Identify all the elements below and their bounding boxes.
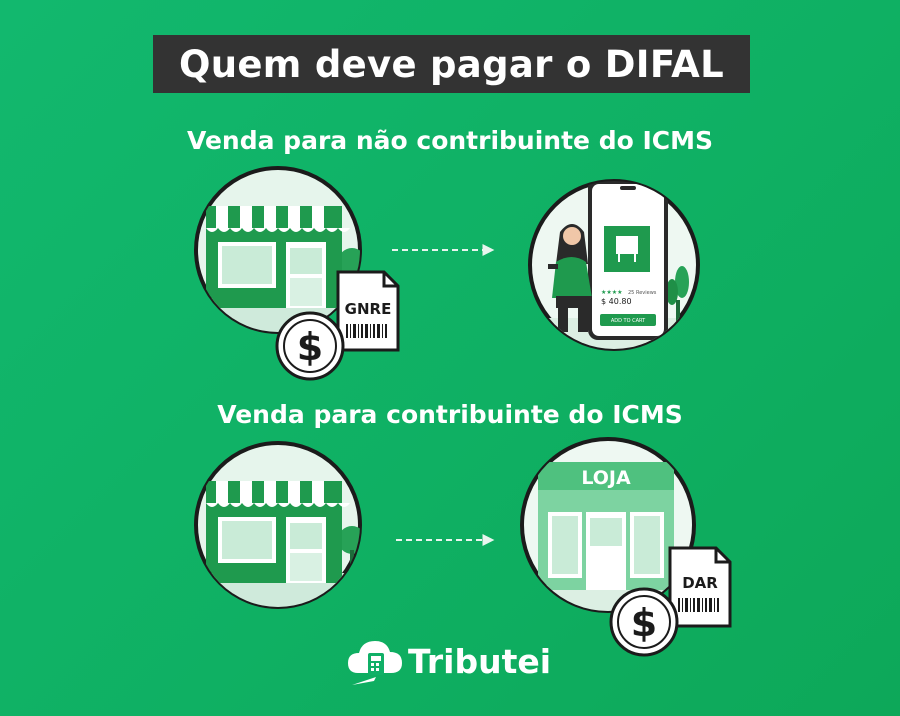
add-to-cart-button: [600, 314, 656, 326]
phone-shopper-icon: ★★★★ 25 Reviews $ 40.80 ADD TO CART: [528, 179, 700, 351]
product-price: $ 40.80: [601, 297, 632, 306]
brand-name: Tributei: [408, 641, 552, 681]
storefront-icon: [194, 166, 362, 334]
storefront-icon: [194, 441, 362, 609]
title-banner: Quem deve pagar o DIFAL: [153, 35, 750, 93]
gnre-label: GNRE: [345, 300, 392, 318]
gnre-document-icon: GNRE: [336, 270, 400, 352]
cloud-calculator-logo-icon: [348, 641, 402, 685]
store-loja-icon: LOJA: [520, 437, 696, 613]
reviews-count: 25 Reviews: [628, 290, 657, 296]
section-heading-contributor: Venda para contribuinte do ICMS: [217, 400, 683, 429]
add-to-cart-label: ADD TO CART: [611, 318, 646, 324]
brand-logo: Tributei: [346, 633, 558, 689]
dollar-coin-icon: $: [275, 311, 345, 381]
dar-label: DAR: [682, 574, 718, 592]
svg-text:$: $: [297, 325, 323, 369]
svg-text:$: $: [631, 601, 657, 645]
svg-text:★★★★: ★★★★: [601, 289, 623, 296]
section-heading-non-contributor: Venda para não contribuinte do ICMS: [186, 126, 714, 155]
page-title: Quem deve pagar o DIFAL: [179, 42, 724, 86]
dar-document-icon: DAR: [668, 546, 732, 628]
store-sign-label: LOJA: [581, 467, 631, 489]
dollar-coin-icon: $: [609, 587, 679, 657]
